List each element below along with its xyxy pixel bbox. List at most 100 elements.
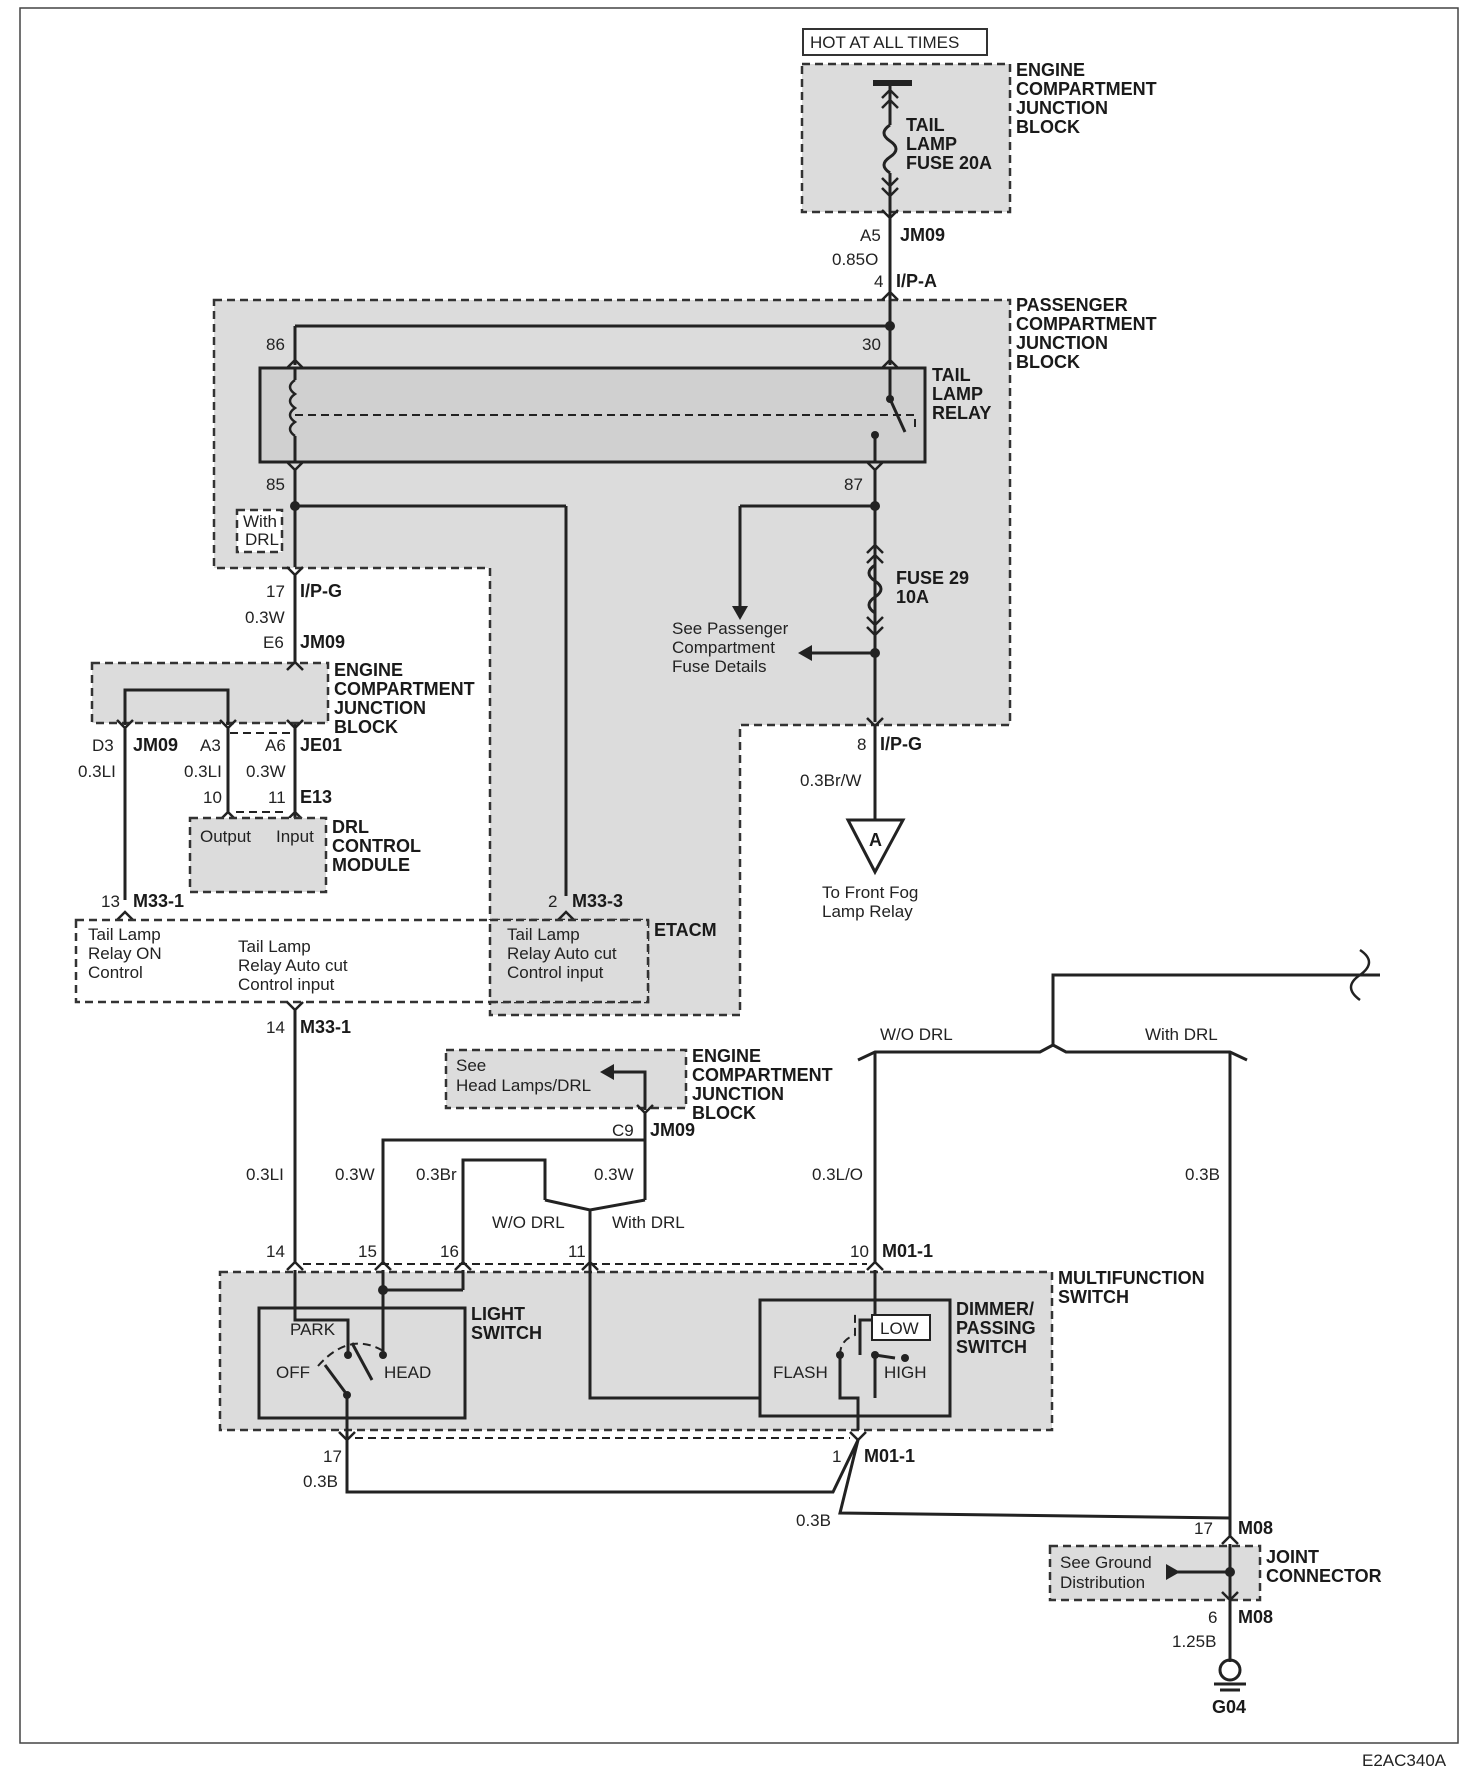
see-pass-line3: Fuse Details (672, 657, 766, 676)
wire-03li-a: 0.3LI (78, 762, 116, 781)
connector-a: A (869, 830, 882, 850)
joint-line2: CONNECTOR (1266, 1566, 1382, 1586)
ecjb-low-line3: JUNCTION (692, 1084, 784, 1104)
drl-module-line2: CONTROL (332, 836, 421, 856)
connector-m08-a: M08 (1238, 1518, 1273, 1538)
drl-control-module (188, 816, 328, 894)
tl-auto1-line1: Tail Lamp (238, 937, 311, 956)
pin-1: 1 (832, 1447, 841, 1466)
connector-jm09-b: JM09 (300, 632, 345, 652)
relay-coil-icon (288, 378, 298, 438)
pin-d3: D3 (92, 736, 114, 755)
tl-on-line3: Control (88, 963, 143, 982)
wire-03w-a: 0.3W (245, 608, 285, 627)
pin-14b: 14 (266, 1242, 285, 1261)
switch-head-label: HEAD (384, 1363, 431, 1382)
ecjb-mid-line4: BLOCK (334, 717, 398, 737)
tl-on-line1: Tail Lamp (88, 925, 161, 944)
joint-line1: JOINT (1266, 1547, 1319, 1567)
with-drl-box-line2: DRL (245, 530, 279, 549)
wire-03b-c: 0.3B (796, 1511, 831, 1530)
ground-g04: G04 (1212, 1697, 1246, 1717)
with-drl-b: With DRL (1145, 1025, 1218, 1044)
connector-ipg-b: I/P-G (880, 734, 922, 754)
pin-30: 30 (862, 335, 881, 354)
mfs-line2: SWITCH (1058, 1287, 1129, 1307)
wire-03lo: 0.3L/O (812, 1165, 863, 1184)
pin-17: 17 (266, 582, 285, 601)
tl-auto2-line2: Relay Auto cut (507, 944, 617, 963)
pin-c9: C9 (612, 1121, 634, 1140)
with-drl-a: With DRL (612, 1213, 685, 1232)
pcjb-line1: PASSENGER (1016, 295, 1128, 315)
pin-10: 10 (203, 788, 222, 807)
wire-03li-b: 0.3LI (184, 762, 222, 781)
see-pass-line1: See Passenger (672, 619, 789, 638)
connector-m011-b: M01-1 (864, 1446, 915, 1466)
dimmer-low-label: LOW (880, 1319, 919, 1338)
tail-lamp-fuse-20a-icon (882, 123, 898, 175)
pin-16: 16 (440, 1242, 459, 1261)
see-pass-line2: Compartment (672, 638, 775, 657)
light-switch-arm-1 (323, 1364, 347, 1393)
ecjb-mid-line2: COMPARTMENT (334, 679, 475, 699)
pin-11: 11 (268, 788, 286, 807)
pin-14a: 14 (266, 1018, 285, 1037)
ecjb-low-line2: COMPARTMENT (692, 1065, 833, 1085)
pcjb-line4: BLOCK (1016, 352, 1080, 372)
fuse29-line2: 10A (896, 587, 929, 607)
pcjb-line2: COMPARTMENT (1016, 314, 1157, 334)
pin-10b: 10 (850, 1242, 869, 1261)
light-switch-arm-2 (350, 1342, 374, 1381)
pin-86: 86 (266, 335, 285, 354)
hot-label-box (802, 28, 988, 56)
pin-87: 87 (844, 475, 863, 494)
mfs-line1: MULTIFUNCTION (1058, 1268, 1205, 1288)
wire-03w-d: 0.3W (594, 1165, 634, 1184)
connector-m333: M33-3 (572, 891, 623, 911)
hot-label: HOT AT ALL TIMES (810, 33, 959, 52)
pin-15: 15 (358, 1242, 377, 1261)
tl-auto2-line3: Control input (507, 963, 604, 982)
drl-module-line1: DRL (332, 817, 369, 837)
page-frame (19, 7, 1459, 1744)
low-label-box (871, 1314, 931, 1341)
drl-output-label: Output (200, 827, 251, 846)
switch-off-label: OFF (276, 1363, 310, 1382)
see-head-line2: Head Lamps/DRL (456, 1076, 591, 1095)
connector-jm09-d: JM09 (650, 1120, 695, 1140)
dimmer-line2: PASSING (956, 1318, 1036, 1338)
pin-11b: 11 (568, 1242, 586, 1261)
etacm-label: ETACM (654, 920, 717, 940)
connector-je01: JE01 (300, 735, 342, 755)
wo-drl-a: W/O DRL (492, 1213, 565, 1232)
relay-line3: RELAY (932, 403, 991, 423)
connector-ipg-a: I/P-G (300, 581, 342, 601)
fuse-top-line1: TAIL (906, 115, 945, 135)
connector-symbol (881, 209, 899, 220)
connector-jm09-a: JM09 (900, 225, 945, 245)
connector-m331-a: M33-1 (133, 891, 184, 911)
ecjb-top-line3: JUNCTION (1016, 98, 1108, 118)
relay-linkage (295, 414, 916, 432)
wire-125b: 1.25B (1172, 1632, 1216, 1651)
light-switch (257, 1306, 467, 1420)
tl-on-line2: Relay ON (88, 944, 162, 963)
dimmer-flash-label: FLASH (773, 1363, 828, 1382)
dimmer-line3: SWITCH (956, 1337, 1027, 1357)
ecjb-low-line4: BLOCK (692, 1103, 756, 1123)
engine-compartment-junction-block-top (800, 62, 1012, 214)
dimmer-high-label: HIGH (884, 1363, 927, 1382)
connector-m08-b: M08 (1238, 1607, 1273, 1627)
wire-break-icon (1349, 948, 1371, 1002)
tail-lamp-relay (258, 366, 927, 464)
see-ground-line1: See Ground (1060, 1553, 1152, 1572)
switch-linkage (317, 1342, 386, 1367)
etacm-auto-cut-section (488, 918, 650, 1004)
see-head-line1: See (456, 1056, 486, 1075)
fuse-top-line2: LAMP (906, 134, 957, 154)
wo-drl-b: W/O DRL (880, 1025, 953, 1044)
ecjb-low-line1: ENGINE (692, 1046, 761, 1066)
dimmer-linkage (839, 1310, 856, 1356)
